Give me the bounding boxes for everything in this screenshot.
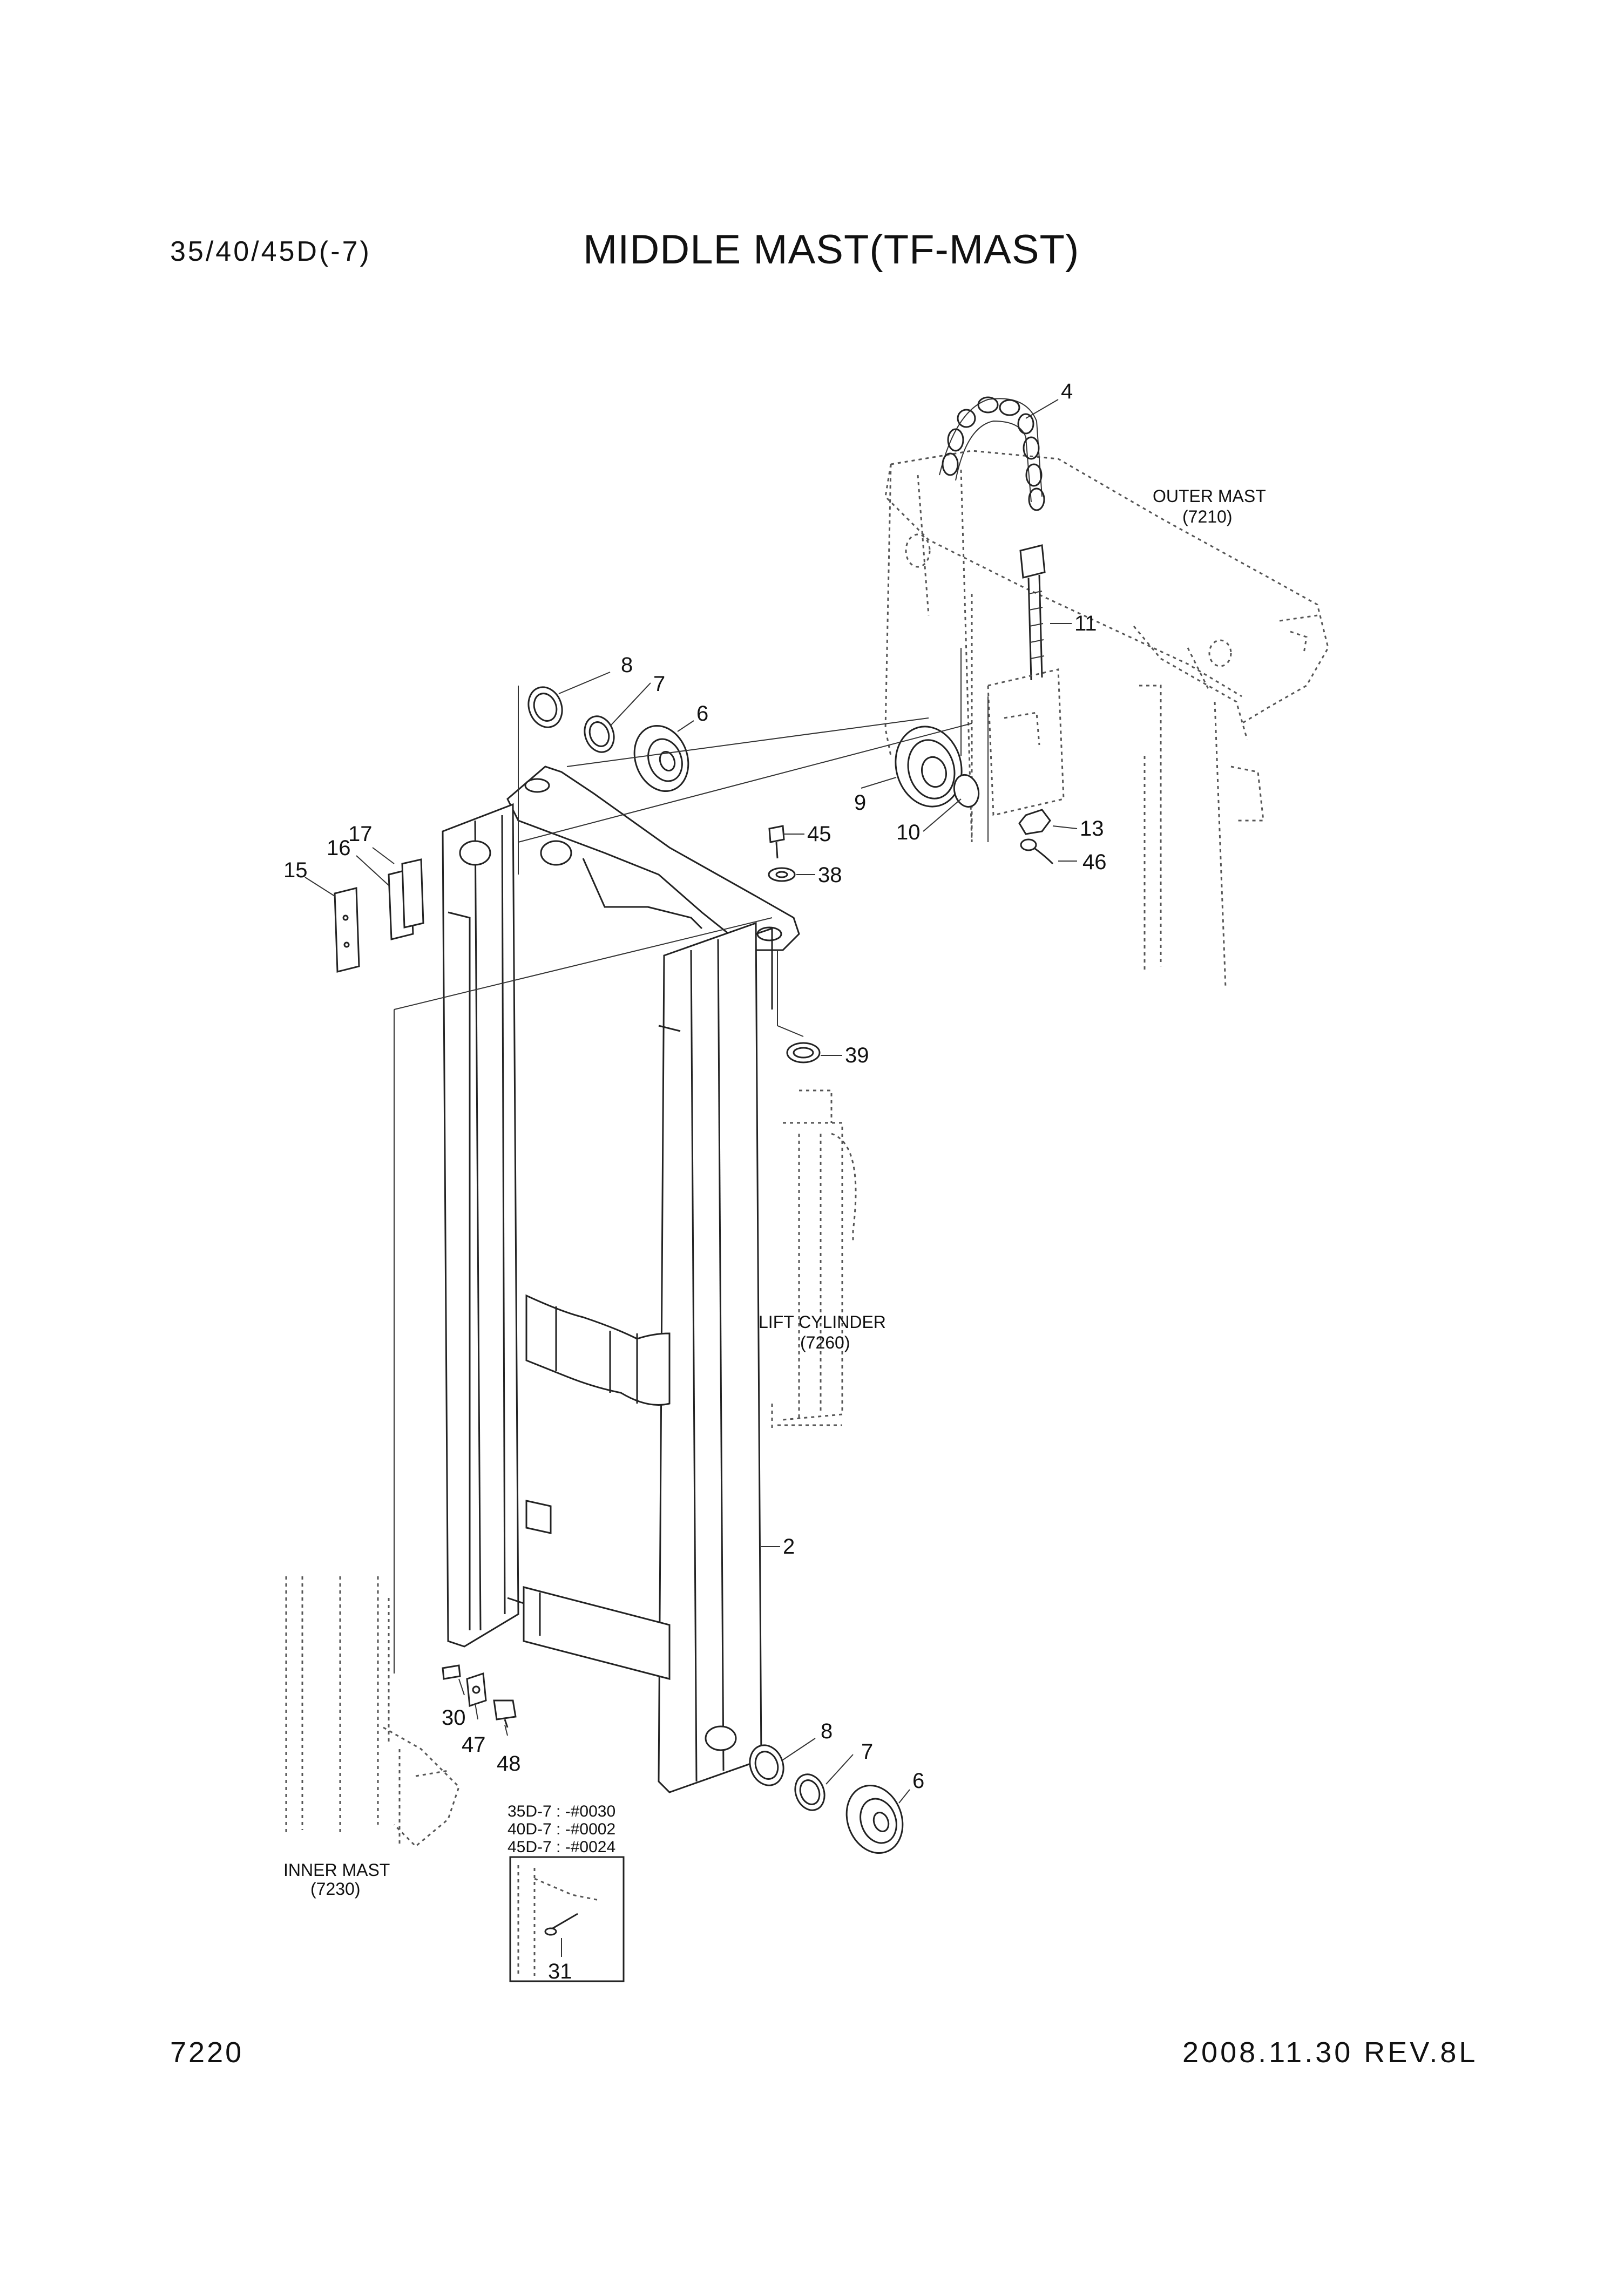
callout-16: 16 [327, 836, 351, 860]
callout-2: 2 [783, 1535, 795, 1559]
callout-45: 45 [807, 822, 831, 846]
callout-47: 47 [462, 1733, 486, 1757]
callout-6-upper: 6 [696, 702, 708, 726]
detail-box [509, 1856, 625, 1982]
lift-cylinder-code: (7260) [800, 1333, 850, 1352]
callout-11: 11 [1074, 612, 1097, 635]
outer-mast-label: OUTER MAST [1153, 486, 1266, 506]
lift-cylinder-reference [771, 1089, 857, 1431]
chain-assembly [939, 396, 1046, 681]
callout-4: 4 [1061, 380, 1073, 403]
upper-roller-set [527, 686, 689, 792]
lower-roller-set [749, 1744, 904, 1854]
anchor-bracket [987, 668, 1065, 816]
callout-9: 9 [854, 791, 866, 815]
serial-detail: 35D-7 : -#0030 40D-7 : -#0002 45D-7 : -#… [508, 1803, 625, 1983]
callout-39: 39 [845, 1044, 869, 1067]
outer-mast-reference [884, 450, 1329, 988]
inner-mast-reference [285, 1576, 460, 1848]
serial-note-40: 40D-7 : -#0002 [508, 1820, 615, 1838]
page-number: 7220 [170, 2036, 244, 2069]
callout-8-lower: 8 [821, 1719, 833, 1743]
serial-note-35: 35D-7 : -#0030 [508, 1803, 615, 1820]
revision-date: 2008.11.30 REV.8L [1182, 2036, 1478, 2069]
model-code: 35/40/45D(-7) [170, 236, 371, 267]
hardware [334, 809, 1054, 1728]
lift-cylinder-label: LIFT CYLINDER [759, 1312, 886, 1332]
callout-7-upper: 7 [653, 672, 665, 696]
callout-46: 46 [1082, 850, 1107, 874]
page-title: MIDDLE MAST(TF-MAST) [583, 227, 1080, 273]
callout-15: 15 [283, 858, 308, 882]
middle-mast [442, 765, 800, 1793]
callout-17: 17 [348, 822, 373, 846]
callout-48: 48 [497, 1752, 521, 1776]
callout-30: 30 [442, 1706, 466, 1730]
callout-7-lower: 7 [861, 1740, 873, 1764]
inner-mast-code: (7230) [310, 1879, 361, 1899]
callout-8-upper: 8 [621, 653, 633, 677]
outer-mast-code: (7210) [1182, 507, 1233, 526]
reference-labels: OUTER MAST (7210) LIFT CYLINDER (7260) I… [283, 486, 1266, 1899]
callout-6-lower: 6 [912, 1769, 924, 1793]
assembly-lines [394, 648, 989, 1674]
serial-note-45: 45D-7 : -#0024 [508, 1838, 615, 1856]
callout-10: 10 [896, 821, 921, 844]
sheave [895, 726, 980, 808]
inner-mast-label: INNER MAST [283, 1860, 390, 1880]
callout-13: 13 [1080, 817, 1104, 841]
callout-38: 38 [818, 863, 842, 887]
callout-31: 31 [548, 1960, 572, 1983]
callout-leaders [304, 399, 1078, 1804]
part-callouts: 4 11 8 7 6 9 10 13 46 45 38 17 16 15 39 … [283, 380, 1107, 1793]
